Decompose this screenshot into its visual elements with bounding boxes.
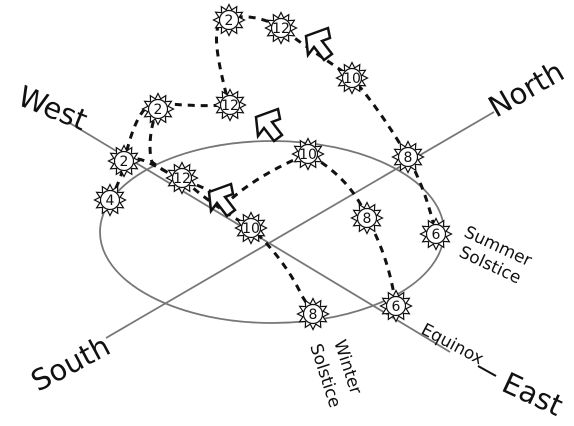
summer-sun-8: 8	[391, 140, 425, 174]
winter-sun-10: 10	[234, 211, 268, 245]
sun-hour-label: 10	[242, 221, 260, 237]
equinox-direction-arrow	[254, 107, 284, 143]
winter-sun-12: 12	[165, 161, 199, 195]
sun-hour-label: 6	[392, 299, 401, 315]
equinox-sun-2: 2	[107, 144, 141, 178]
summer-path	[108, 15, 438, 235]
summer-sun-4: 4	[93, 183, 127, 217]
equinox-label: Equinox	[418, 320, 487, 369]
equinox-sun-10: 10	[291, 137, 325, 171]
sun-hour-label: 6	[432, 227, 441, 243]
sun-hour-label: 4	[106, 193, 115, 209]
winter-sun-2: 2	[141, 92, 175, 126]
winter-direction-arrow	[207, 182, 237, 218]
summer-direction-arrow	[304, 26, 334, 62]
east-label: East	[497, 366, 568, 423]
sun-hour-label: 2	[154, 102, 163, 118]
sun-hour-label: 2	[120, 154, 129, 170]
winter-path	[148, 108, 315, 315]
sun-hour-label: 10	[299, 147, 317, 163]
sun-hour-label: 12	[173, 171, 191, 187]
sun-hour-label: 12	[272, 21, 290, 37]
sun-hour-label: 2	[225, 13, 234, 29]
equinox-sun-12: 12	[213, 88, 247, 122]
summer-sun-6: 6	[419, 217, 453, 251]
equinox-east-dash	[477, 365, 497, 377]
sun-hour-label: 10	[343, 71, 361, 87]
sun-hour-label: 8	[309, 307, 318, 323]
west-label: West	[13, 79, 92, 137]
summer-sun-10: 10	[335, 61, 369, 95]
sun-hour-label: 12	[221, 98, 239, 114]
summer-sun-2: 2	[212, 3, 246, 37]
sun-hour-label: 8	[404, 150, 413, 166]
equinox-sun-6: 6	[379, 289, 413, 323]
summer-sun-12: 12	[264, 11, 298, 45]
suns-layer: 6 8 10 12 2 4 6 8 10 12 2 8 10 12 2	[93, 3, 453, 331]
equinox-sun-8: 8	[350, 201, 384, 235]
winter-sun-8: 8	[296, 297, 330, 331]
north-south-axis	[105, 111, 495, 339]
north-label: North	[483, 54, 570, 124]
sun-hour-label: 8	[363, 211, 372, 227]
south-label: South	[25, 329, 115, 399]
